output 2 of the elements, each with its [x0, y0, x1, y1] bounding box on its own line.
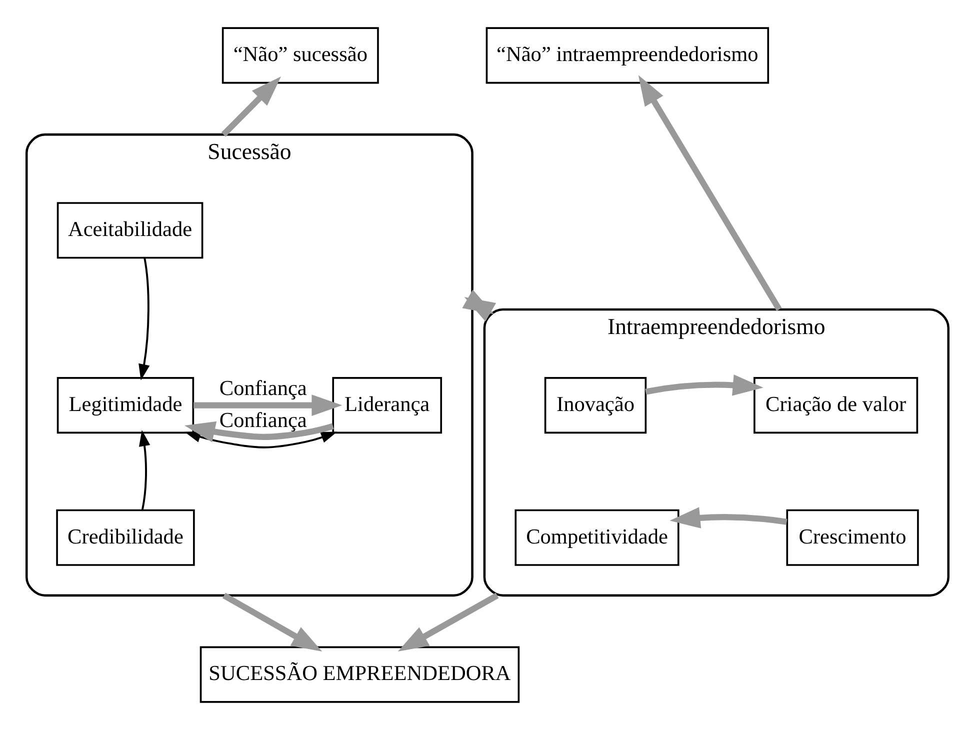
edge-label: Confiança [219, 407, 307, 432]
edge-label: Confiança [219, 375, 307, 400]
